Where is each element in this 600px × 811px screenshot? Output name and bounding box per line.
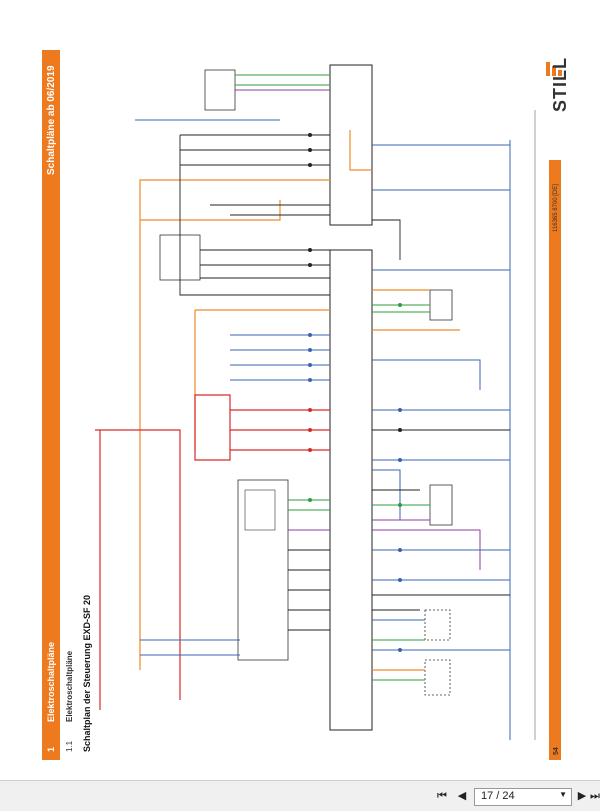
chevron-down-icon: ▼ — [559, 790, 567, 799]
subsection-title: Elektroschaltpläne — [65, 650, 74, 722]
document-number: 116365 8700 [DE] — [553, 184, 559, 232]
brand-name: STILL — [550, 57, 570, 112]
document-page: Schaltpläne ab 06/2019 1 Elektroschaltpl… — [42, 50, 570, 760]
pdf-viewer-toolbar: ⏮ ◀ 17 / 24 ▼ ▶ ⏭ — [0, 780, 600, 811]
wiring-schematic — [95, 64, 536, 740]
page-selector[interactable]: 17 / 24 ▼ — [474, 788, 572, 806]
date-stamp: Schaltpläne ab 06/2019 — [46, 65, 57, 175]
first-page-icon[interactable]: ⏮ — [437, 790, 447, 802]
last-page-icon[interactable]: ⏭ — [590, 790, 600, 802]
section-title: Elektroschaltpläne — [46, 641, 56, 722]
next-page-icon[interactable]: ▶ — [577, 790, 587, 802]
page-indicator: 17 / 24 — [481, 790, 515, 802]
brand-logo-icon — [546, 62, 562, 76]
section-number: 1 — [46, 746, 56, 752]
subsection-number: 1.1 — [65, 740, 74, 752]
page-number: 54 — [553, 747, 560, 755]
page-edge-strip — [549, 160, 561, 760]
prev-page-icon[interactable]: ◀ — [457, 790, 467, 802]
section-sidebar — [42, 50, 60, 760]
